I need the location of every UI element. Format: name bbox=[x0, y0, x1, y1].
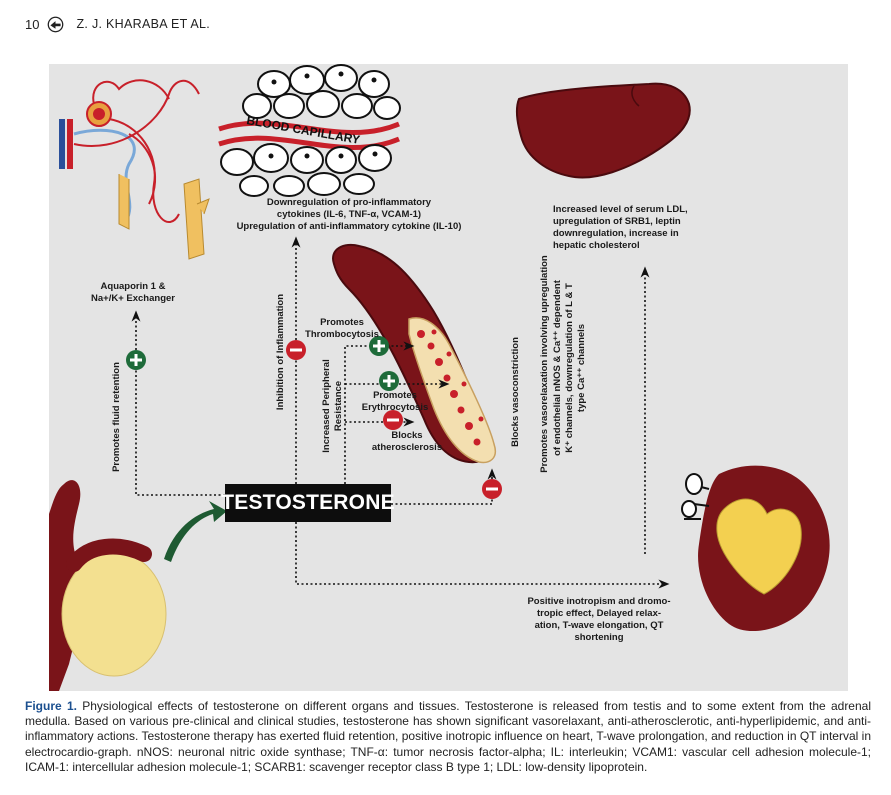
vaso-text-line-4: K⁺ channels, downregulation of L & T bbox=[564, 283, 575, 453]
running-head-authors: Z. J. KHARABA ET AL. bbox=[76, 17, 211, 31]
figure-1: BLOOD CAPILLARY bbox=[49, 64, 848, 691]
testosterone-label: TESTOSTERONE bbox=[221, 484, 395, 522]
testis-illustration bbox=[49, 480, 167, 691]
erythrocytosis-label: Promotes Erythrocytosis bbox=[361, 390, 429, 413]
minus-icon-vasoconstriction bbox=[482, 479, 502, 499]
caption-label: Figure 1. bbox=[25, 699, 77, 713]
caption-text: Physiological effects of testosterone on… bbox=[25, 699, 871, 774]
figure-caption: Figure 1. Physiological effects of testo… bbox=[25, 699, 871, 775]
nephron-illustration bbox=[59, 79, 210, 260]
minus-icon-inflammation bbox=[286, 340, 306, 360]
cytokine-text: Downregulation of pro-inflammatory cytok… bbox=[236, 197, 462, 232]
plus-icon-thrombocytosis bbox=[369, 336, 389, 356]
vaso-text-line-3: of endothelial nNOS & Ca⁺⁺ dependent bbox=[552, 280, 563, 456]
plus-icon-fluid bbox=[126, 350, 146, 370]
vaso-text-line-1: Blocks vasoconstriction bbox=[510, 337, 521, 447]
liver-text: Increased level of serum LDL, upregulati… bbox=[553, 204, 688, 251]
liver-illustration bbox=[515, 82, 691, 179]
kidney-text: Aquaporin 1 & Na+/K+ Exchanger bbox=[91, 281, 175, 304]
page-number: 10 bbox=[25, 16, 40, 32]
page-header: 10 Z. J. KHARABA ET AL. bbox=[25, 14, 210, 34]
figure-illustration: BLOOD CAPILLARY bbox=[49, 64, 830, 691]
atherosclerosis-label: Blocks atherosclerosis bbox=[371, 430, 443, 453]
inhibition-inflammation-label: Inhibition of Inflammation bbox=[275, 293, 286, 411]
minus-icon-atherosclerosis bbox=[383, 410, 403, 430]
thrombocytosis-label: Promotes Thrombocytosis bbox=[305, 317, 379, 340]
plus-icon-erythrocytosis bbox=[379, 371, 399, 391]
journal-logo-icon bbox=[48, 16, 64, 32]
peripheral-resistance-label: Increased Peripheral Resistance bbox=[321, 359, 344, 453]
fluid-retention-label: Promotes fluid retention bbox=[111, 362, 122, 472]
blood-vessel-illustration bbox=[332, 244, 496, 464]
adipose-capillary-illustration: BLOOD CAPILLARY bbox=[218, 64, 401, 197]
vaso-text-line-2: Promotes vasorelaxation involving upregu… bbox=[539, 255, 550, 473]
heart-text: Positive inotropism and dromo- tropic ef… bbox=[527, 596, 671, 643]
vaso-text-line-5: type Ca⁺⁺ channels bbox=[576, 323, 587, 413]
heart-illustration bbox=[681, 465, 830, 632]
green-arrow-icon bbox=[164, 501, 227, 562]
